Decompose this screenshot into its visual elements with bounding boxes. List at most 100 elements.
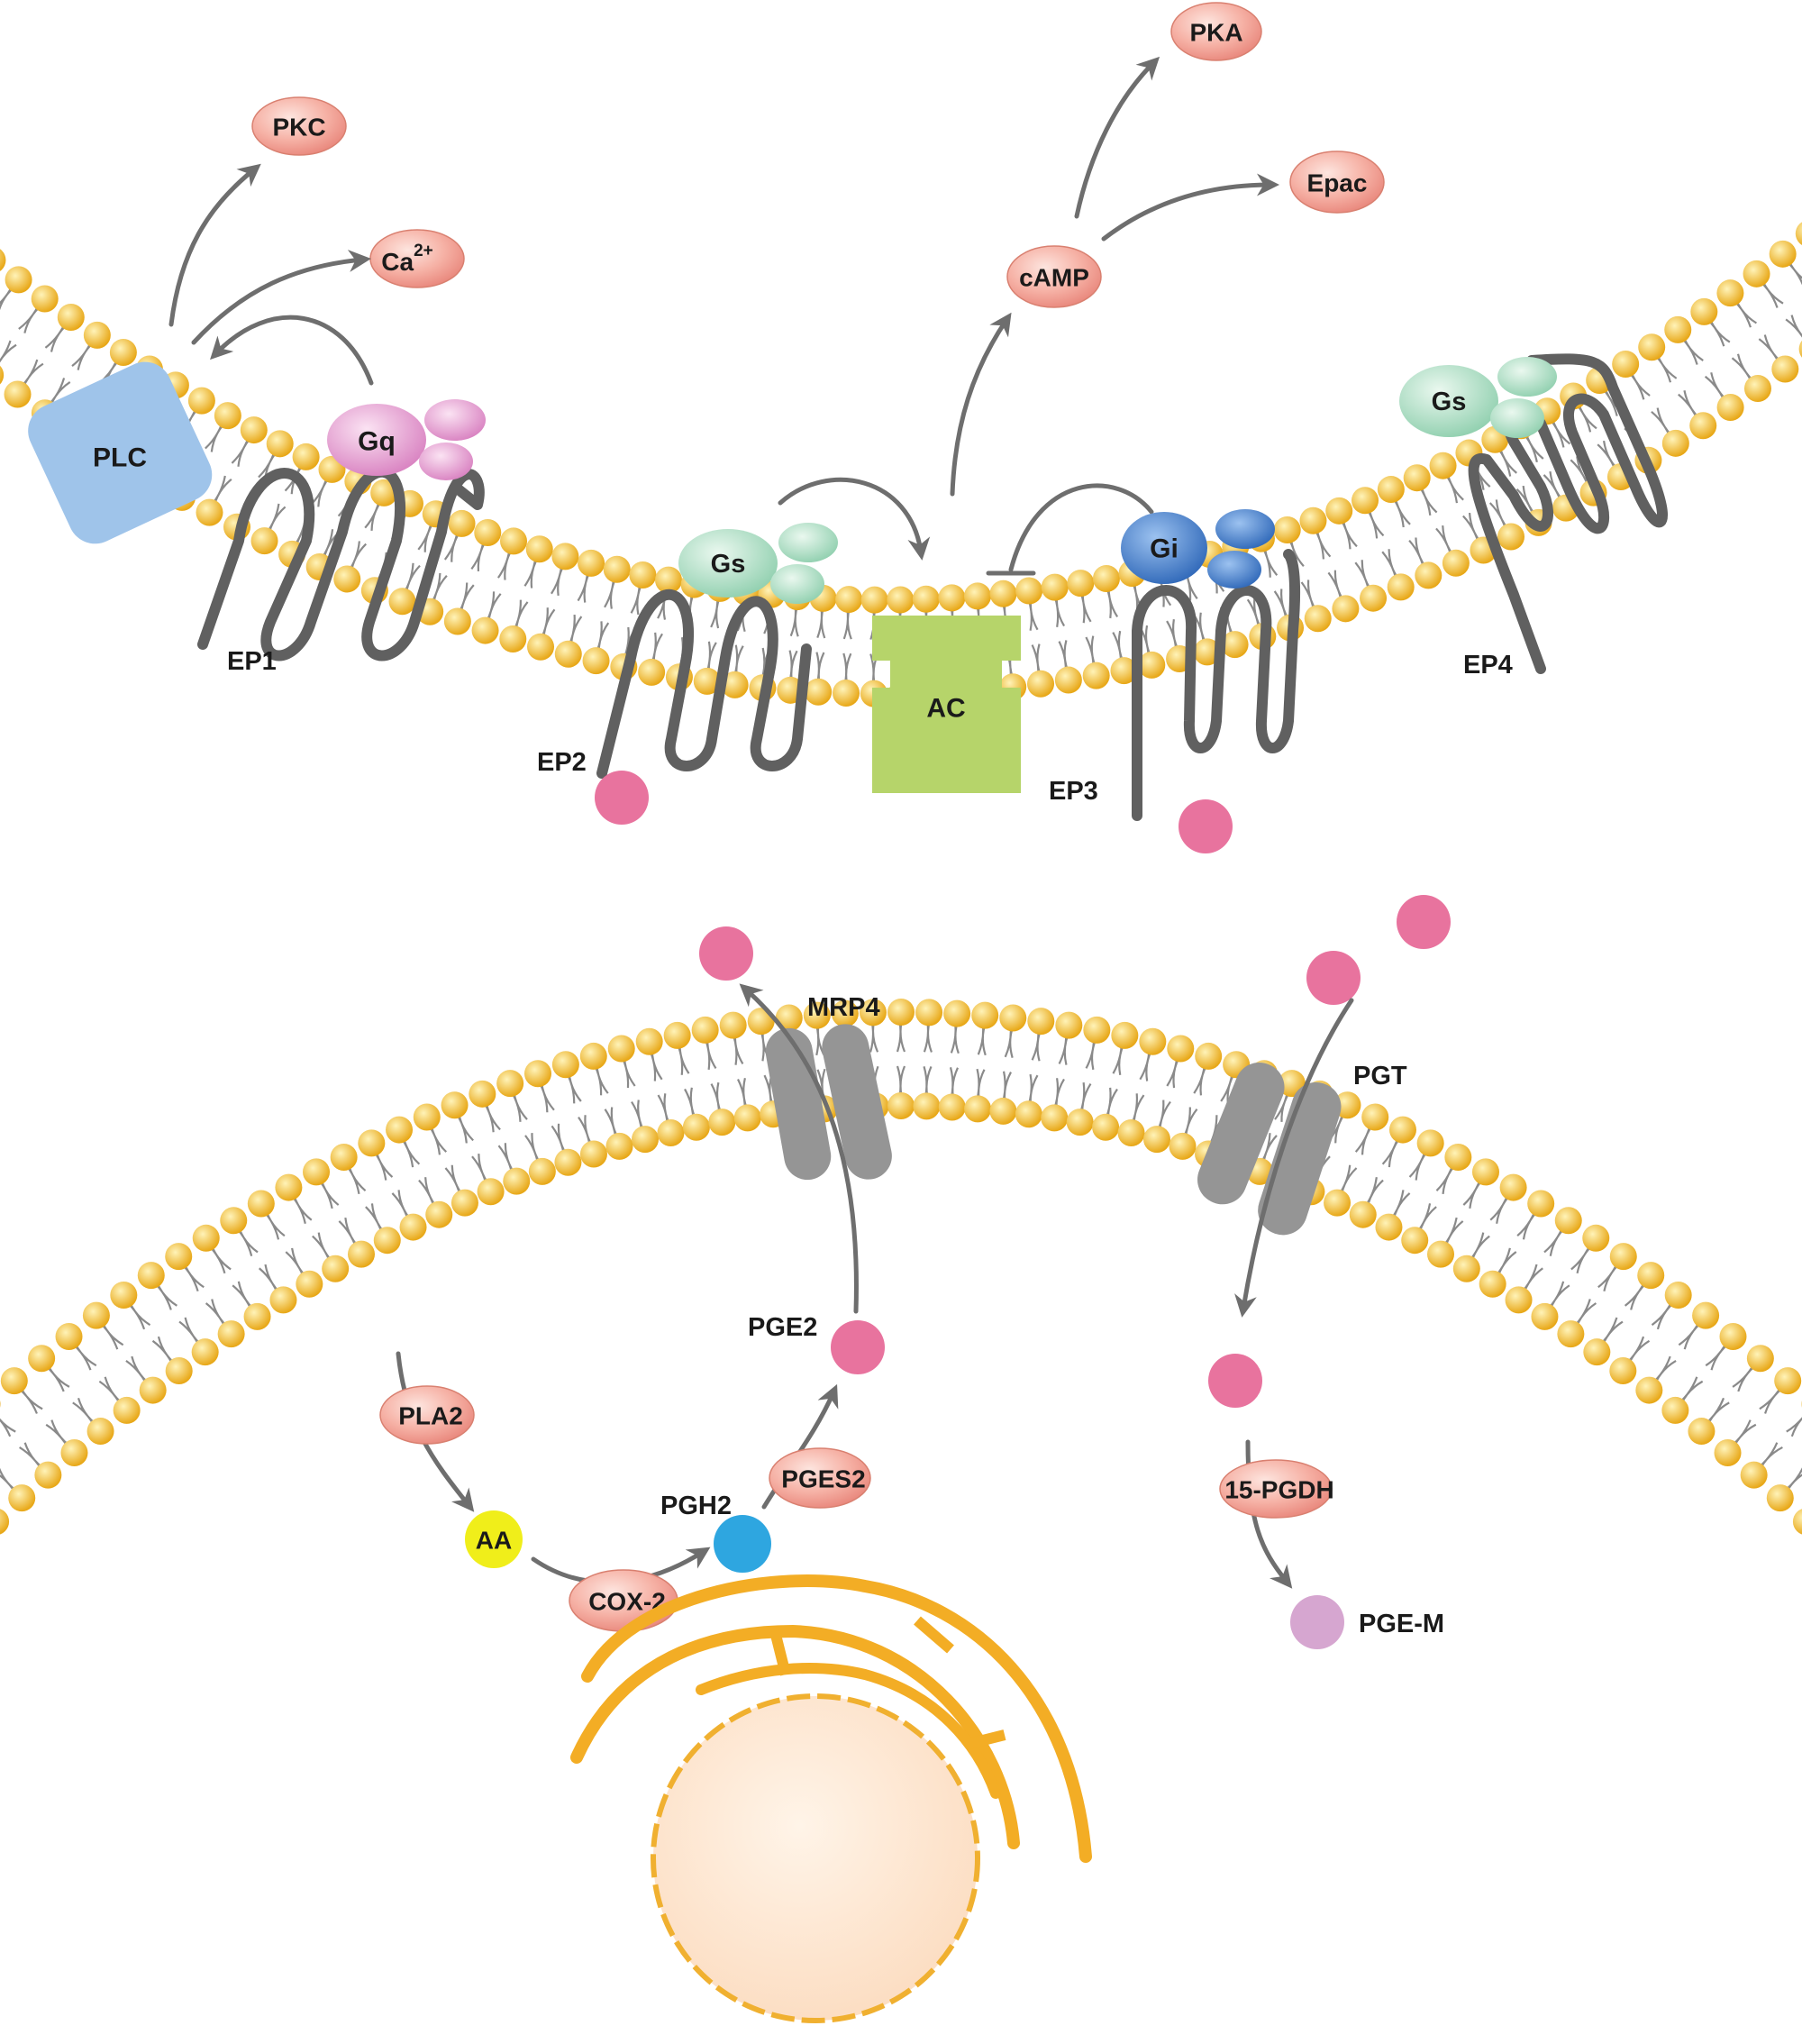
pgh2-dot: [714, 1515, 771, 1573]
lipid-head: [441, 1091, 469, 1119]
lipid-head: [388, 588, 416, 616]
lipid-head: [192, 1224, 220, 1252]
lipid-head: [1117, 1119, 1145, 1147]
lipid-head: [370, 479, 398, 506]
lipid-head: [554, 1148, 582, 1176]
arrow-plc-to-pkc: [168, 163, 261, 327]
lipid-head: [86, 1418, 114, 1446]
lipid-head: [989, 1097, 1017, 1125]
lipid-head: [1638, 333, 1666, 361]
lipid-head: [469, 1080, 496, 1108]
pge2-dot-ep3: [1179, 799, 1233, 853]
lipid-head: [1041, 1104, 1069, 1132]
lipid-head: [57, 304, 85, 332]
lipid-head: [1169, 1132, 1197, 1160]
lipid-head: [499, 625, 527, 652]
lipid-head: [1195, 1042, 1223, 1070]
lipid-head: [693, 667, 721, 695]
gq-protein: Gq: [327, 399, 486, 480]
ac-shape: [872, 616, 1021, 793]
calcium-label: Ca2+: [381, 242, 432, 276]
lipid-head: [1143, 1126, 1171, 1154]
lipid-head: [1719, 1323, 1747, 1351]
lipid-head: [1416, 1129, 1444, 1157]
lipid-head: [1557, 1320, 1585, 1348]
pgh2-label: PGH2: [660, 1492, 732, 1520]
camp-label: cAMP: [1019, 264, 1089, 292]
lipid-head: [240, 416, 268, 444]
lipid-head: [964, 1095, 992, 1123]
ep4-receptor: [1468, 353, 1668, 674]
lipid-head: [1110, 657, 1138, 685]
ep2-receptor: [596, 589, 812, 779]
pge2-dot-ep2: [595, 771, 649, 825]
lipid-head: [137, 1262, 165, 1290]
lipid-head: [1771, 355, 1799, 383]
arrow-gs-to-ac: [778, 477, 931, 561]
arrow-camp-to-pka: [1074, 56, 1160, 219]
lipid-head: [719, 1011, 747, 1039]
lipid-head: [266, 430, 294, 458]
lipid-head: [28, 1345, 56, 1373]
lipid-head: [1774, 1367, 1802, 1395]
lipid-head: [1505, 1286, 1533, 1314]
pge2-dot-exported: [699, 926, 753, 981]
lipid-head: [579, 1042, 607, 1070]
lipid-head: [1092, 564, 1120, 592]
lipid-head: [303, 1158, 331, 1186]
lipid-head: [1139, 1027, 1167, 1055]
lipid-head: [191, 1338, 219, 1366]
lipid-head: [448, 509, 476, 537]
gs-ep2-label: Gs: [711, 550, 746, 579]
inhibition-gi-to-ac: [1008, 483, 1154, 572]
lipid-head: [938, 584, 966, 612]
lipid-head: [1452, 1255, 1480, 1282]
lipid-head: [803, 1001, 831, 1029]
lipid-head: [425, 1200, 453, 1228]
lipid-head: [113, 1396, 141, 1424]
lipid-head: [1193, 638, 1221, 666]
pge2-dot-extracellular-2: [1306, 951, 1361, 1005]
lipid-head: [34, 1461, 62, 1489]
lipid-head: [0, 365, 5, 385]
pla2-node: PLA2: [379, 1385, 475, 1445]
lipid-head: [269, 1286, 297, 1314]
lipid-head: [333, 565, 361, 593]
lipid-head: [1795, 222, 1802, 245]
lipid-head: [322, 1255, 350, 1282]
lipid-head: [1716, 393, 1744, 421]
lipid-head: [214, 402, 241, 430]
lipid-head: [500, 527, 528, 555]
lipid-head: [1714, 1438, 1742, 1466]
pges2-node: PGES2: [769, 1447, 871, 1509]
lipid-head: [1692, 1301, 1720, 1329]
lipid-head: [1664, 315, 1692, 343]
lipid-head: [1444, 1144, 1472, 1172]
lipid-head: [399, 1213, 427, 1241]
lipid-head: [1766, 1484, 1794, 1512]
aa-label: AA: [476, 1527, 512, 1555]
lipid-head: [915, 999, 943, 1027]
epac-label: Epac: [1307, 169, 1368, 197]
lipid-head: [1415, 561, 1443, 589]
pgt-subunit-right: [1258, 1081, 1342, 1236]
ep3-label: EP3: [1049, 777, 1098, 806]
lipid-head: [582, 647, 610, 675]
lipid-head: [835, 586, 863, 614]
plc-shape: [28, 361, 213, 544]
pgt-label: PGT: [1353, 1062, 1407, 1090]
gq-label: Gq: [358, 427, 396, 457]
lipid-head: [1429, 452, 1457, 479]
arrow-export-mrp4: [739, 983, 859, 1314]
lipid-head: [1299, 506, 1327, 534]
lipid-head: [963, 582, 991, 610]
lipid-head: [887, 586, 915, 614]
lipid-head: [912, 585, 940, 613]
lipid-head: [638, 658, 666, 686]
arrow-plc-to-ca: [191, 250, 371, 345]
lipid-head: [1138, 651, 1166, 679]
ep4-label: EP4: [1463, 651, 1513, 680]
lipid-head: [1082, 662, 1110, 689]
lipid-head: [721, 671, 749, 698]
